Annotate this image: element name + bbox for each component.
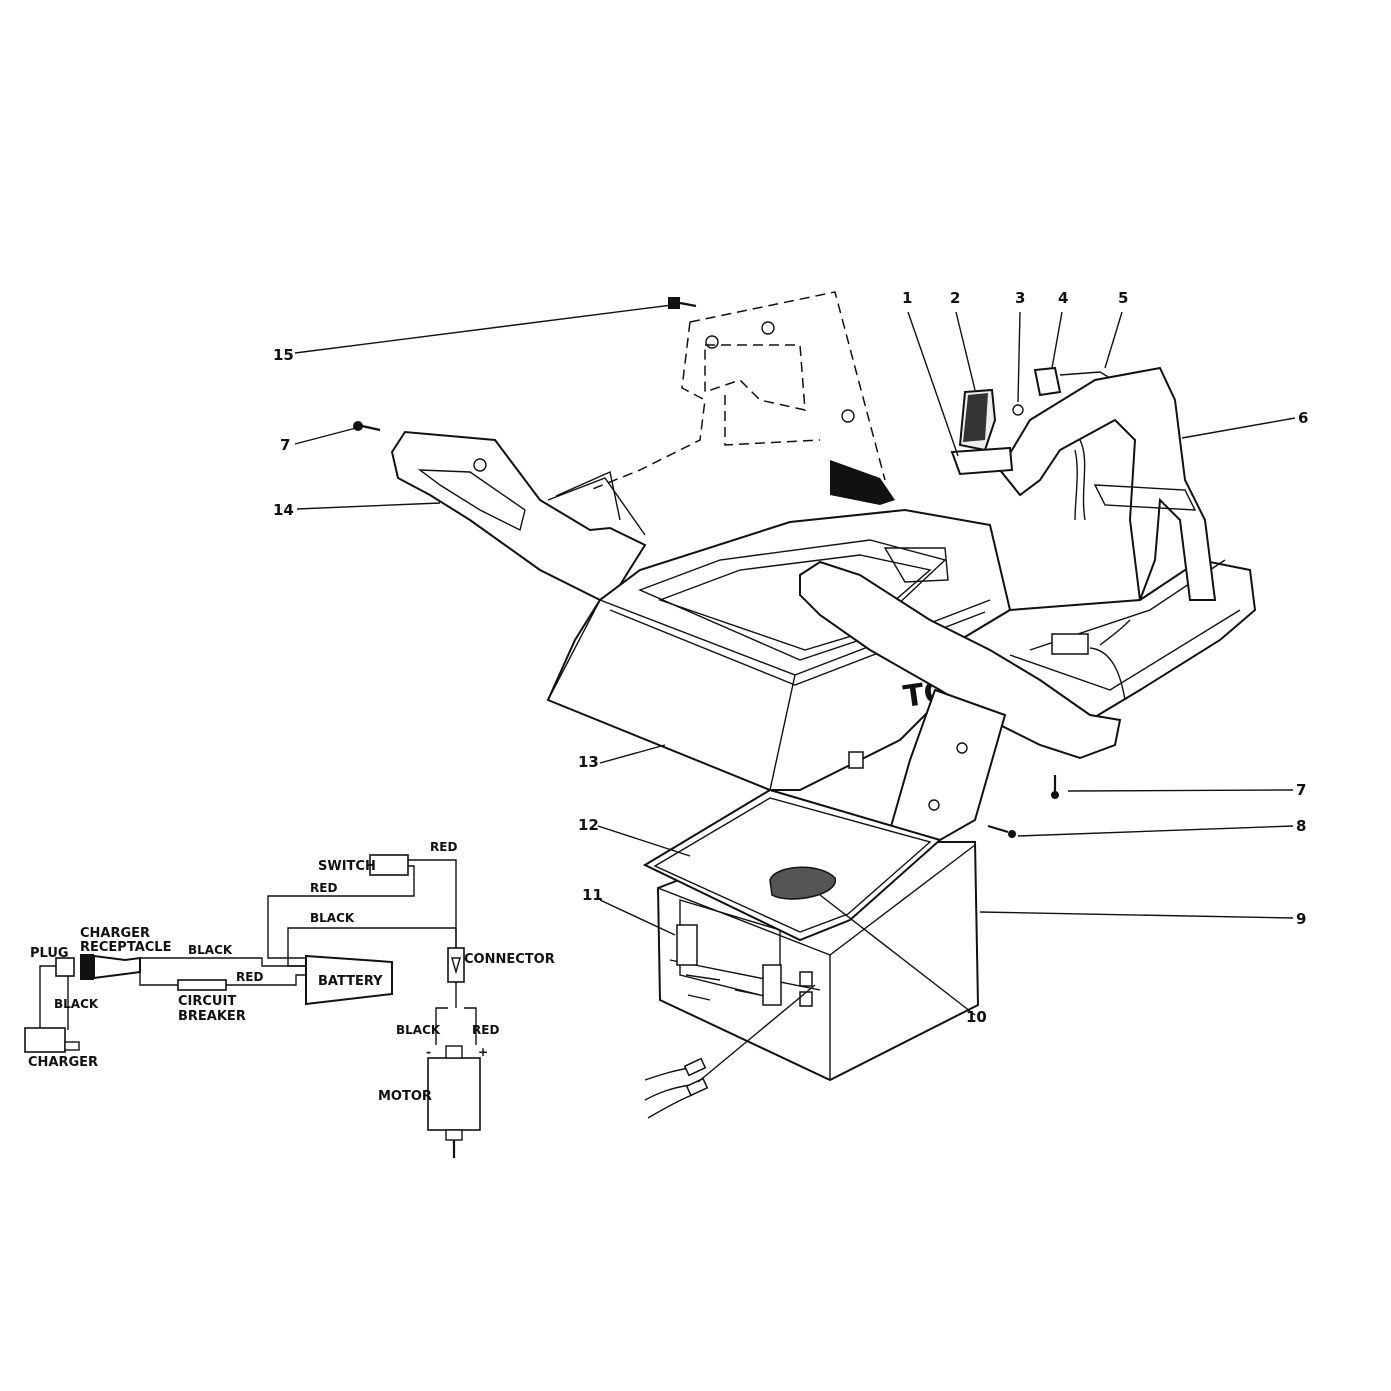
circuit-breaker-label-1: CIRCUIT	[178, 994, 236, 1009]
cover-gasket-part-12	[642, 788, 943, 942]
wire-leads	[644, 1057, 709, 1119]
front-handlebar	[799, 560, 1122, 842]
callout-2: 2	[950, 289, 960, 307]
wire-label-red-breaker: RED	[236, 970, 263, 984]
wire-label-black-upper: BLACK	[310, 911, 355, 925]
callout-14: 14	[273, 501, 294, 519]
plug-label: PLUG	[30, 946, 69, 961]
callout-13: 13	[578, 753, 599, 771]
battery-label: BATTERY	[318, 974, 383, 989]
callout-15: 15	[273, 346, 294, 364]
shift-lever-parts-1-3	[950, 388, 1024, 476]
circuit-breaker-symbol	[177, 979, 227, 991]
callout-12: 12	[578, 816, 599, 834]
polarity-plus: +	[478, 1045, 488, 1059]
rear-handle-part-6	[998, 366, 1217, 601]
charger-symbol	[24, 1027, 80, 1053]
callout-1: 1	[902, 289, 912, 307]
switch-label: SWITCH	[318, 859, 376, 874]
assembly-illustration: TO	[294, 291, 1296, 1119]
wire-label-red-switch: RED	[310, 881, 337, 895]
callout-10: 10	[966, 1008, 987, 1026]
battery-symbol	[305, 954, 393, 1006]
wiring-schematic: SWITCH CHARGER RECEPTACLE PLUG CHARGER B…	[24, 840, 555, 1158]
wire-label-red-motor: RED	[472, 1023, 499, 1037]
callout-5: 5	[1118, 289, 1128, 307]
screw-part-7-bottom	[1051, 775, 1059, 799]
wire-label-black-motor: BLACK	[396, 1023, 441, 1037]
screw-part-15	[668, 297, 697, 309]
charger-label: CHARGER	[28, 1055, 98, 1070]
motor-label: MOTOR	[378, 1089, 432, 1104]
circuit-breaker-label-2: BREAKER	[178, 1009, 246, 1024]
wire-label-black-receptacle: BLACK	[188, 943, 233, 957]
connector-label: CONNECTOR	[464, 952, 555, 967]
switch-symbol	[369, 854, 409, 876]
callout-9: 9	[1296, 910, 1306, 928]
leader-lines	[294, 303, 1296, 1083]
motor-symbol	[427, 1045, 481, 1158]
callout-6: 6	[1298, 409, 1308, 427]
charger-receptacle-label-2: RECEPTACLE	[80, 940, 171, 955]
callout-7-bottom: 7	[1296, 781, 1306, 799]
polarity-minus: -	[426, 1045, 431, 1059]
wire-label-red-top: RED	[430, 840, 457, 854]
rear-panel-part-15	[589, 291, 886, 491]
callout-numbers: 1 2 3 4 5 6 7 7 8 9 10 11 12 13 14 15	[273, 289, 1308, 1026]
callout-3: 3	[1015, 289, 1025, 307]
switch-parts-4-5	[1033, 366, 1111, 397]
callout-8: 8	[1296, 817, 1306, 835]
plug-symbol	[55, 957, 75, 977]
handle-part-14	[390, 430, 647, 602]
connector-symbol	[447, 947, 465, 983]
callout-7-top: 7	[280, 436, 290, 454]
wire-label-black-plug: BLACK	[54, 997, 99, 1011]
callout-11: 11	[582, 886, 603, 904]
charger-receptacle-label-1: CHARGER	[80, 926, 150, 941]
screw-part-7-top	[353, 421, 381, 432]
screw-part-8	[987, 824, 1016, 838]
charger-receptacle-symbol	[80, 954, 141, 980]
callout-4: 4	[1058, 289, 1068, 307]
